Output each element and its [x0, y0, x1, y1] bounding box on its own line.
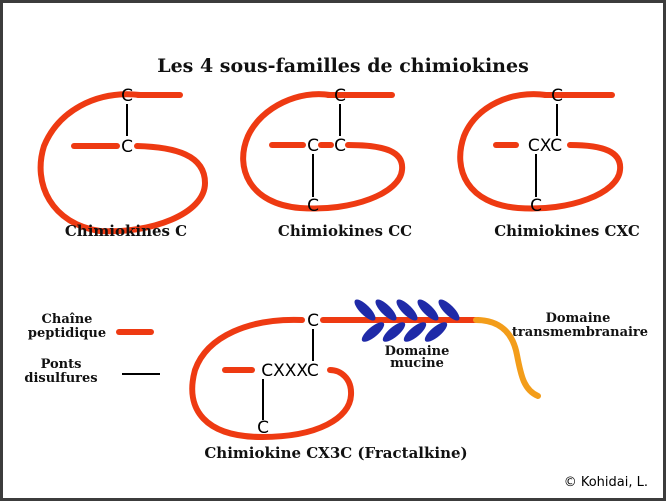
family-c-label: Chimiokines C: [65, 222, 187, 240]
mucin-glycan-7: [382, 322, 406, 342]
mucin-glycan-4: [417, 299, 439, 321]
mucin-glycan-2: [375, 299, 397, 321]
family-cxc-cys-top: C: [551, 86, 563, 106]
fractalkine-cys-top: C: [307, 311, 319, 331]
family-cc-cys-top: C: [334, 86, 346, 106]
fractalkine-motif: CXXXC: [261, 361, 318, 381]
mucin-glycan-8: [403, 322, 427, 342]
fractalkine-chain-loop: [189, 316, 355, 441]
family-c-cys-bottom: C: [121, 137, 133, 157]
diagram-title: Les 4 sous-familles de chimiokines: [157, 55, 529, 77]
family-cc-cys-right: C: [334, 136, 346, 156]
family-c: C C Chimiokines C: [37, 86, 209, 240]
family-cc: C C C C Chimiokines CC: [240, 86, 412, 240]
mucin-glycan-6: [361, 322, 385, 342]
family-c-chain: [37, 91, 209, 235]
legend: Chaîne peptidique Ponts disulfures: [24, 312, 160, 386]
legend-bridge-line1: Ponts: [41, 357, 82, 372]
family-cc-cys-bottom: C: [307, 196, 319, 216]
family-cxc-chain: [457, 91, 624, 212]
mucin-glycan-1: [354, 299, 376, 321]
family-cxc-motif: CXC: [528, 136, 562, 156]
fractalkine: C CXXXC C Domaine mucine Domaine transme…: [189, 299, 648, 462]
family-cxc-cys-bottom: C: [530, 196, 542, 216]
mucin-glycan-3: [396, 299, 418, 321]
legend-chain-line2: peptidique: [28, 326, 106, 341]
credit: © Kohidai, L.: [564, 475, 648, 490]
fractalkine-cys-bottom: C: [257, 418, 269, 438]
mucin-glycan-5: [438, 299, 460, 321]
family-cxc-label: Chimiokines CXC: [494, 222, 640, 240]
mucin-glycan-9: [424, 322, 448, 342]
family-cc-label: Chimiokines CC: [278, 222, 412, 240]
family-cxc: C CXC C Chimiokines CXC: [457, 86, 640, 240]
family-c-cys-top: C: [121, 86, 133, 106]
legend-chain-line1: Chaîne: [42, 312, 93, 327]
tm-label-line1: Domaine: [546, 311, 611, 326]
fractalkine-transmembrane-domain: [473, 317, 541, 399]
tm-label-line2: transmembranaire: [512, 325, 648, 340]
legend-bridge-line2: disulfures: [24, 371, 97, 386]
family-cc-chain: [240, 91, 406, 212]
fractalkine-mucin-domain: [354, 299, 460, 342]
family-cc-cys-left: C: [307, 136, 319, 156]
fractalkine-label: Chimiokine CX3C (Fractalkine): [204, 444, 467, 462]
mucin-label-line1: Domaine: [385, 344, 450, 359]
mucin-label-line2: mucine: [390, 356, 444, 371]
